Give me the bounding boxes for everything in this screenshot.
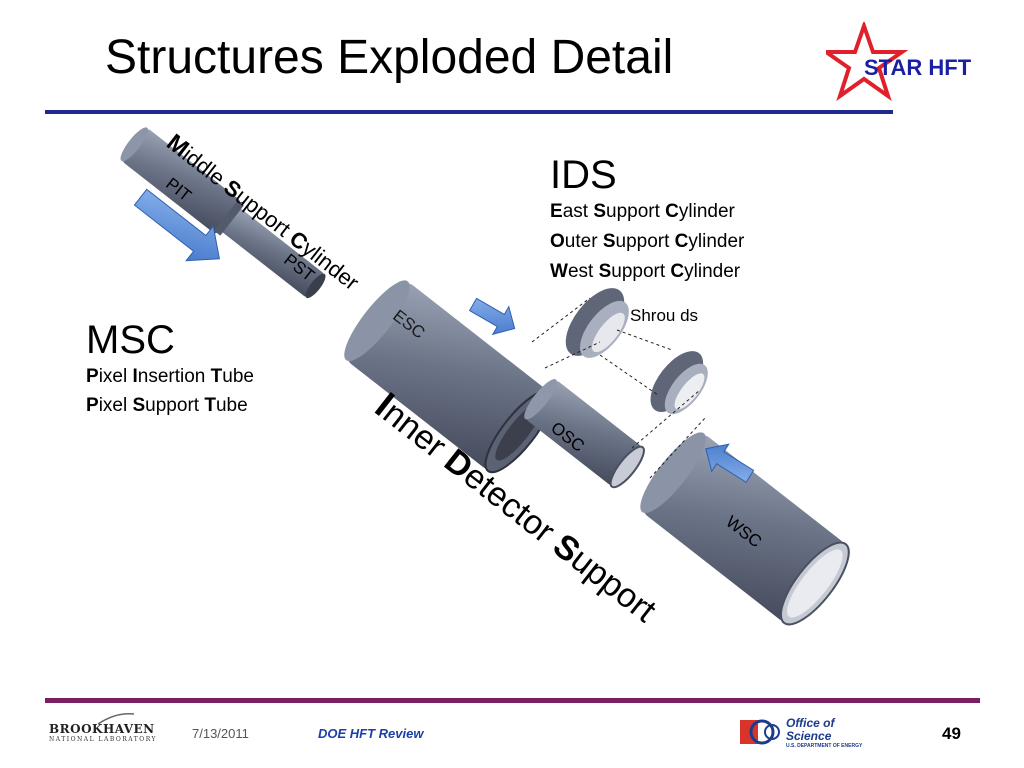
msc-heading: MSC	[86, 318, 175, 362]
star-logo-icon	[826, 22, 909, 102]
arrow-esc	[468, 297, 516, 336]
msc-tube	[120, 127, 326, 299]
wsc-cylinder	[640, 432, 850, 626]
ids-line-outer: Outer Support Cylinder	[550, 231, 745, 252]
msc-line-pit: Pixel Insertion Tube	[86, 366, 254, 387]
brookhaven-swoosh-icon	[97, 712, 135, 725]
ids-heading: IDS	[550, 153, 617, 197]
msc-line-pst: Pixel Support Tube	[86, 395, 248, 416]
footer-rule	[45, 698, 980, 703]
slide-title: Structures Exploded Detail	[105, 31, 674, 84]
office-of-science-logo-icon	[740, 719, 780, 745]
footer-date: 7/13/2011	[192, 726, 249, 741]
brookhaven-logo-subtext: NATIONAL LABORATORY	[49, 736, 158, 743]
shroud-ring-1	[565, 288, 629, 358]
arrow-pit	[133, 188, 220, 262]
ids-line-east: East Support Cylinder	[550, 201, 735, 222]
osc-cylinder	[524, 379, 645, 489]
alignment-lines	[531, 297, 706, 479]
office-of-science-subtext: U.S. DEPARTMENT OF ENERGY	[786, 743, 863, 749]
page-number: 49	[942, 724, 961, 743]
shrouds-label: Shrou ds	[630, 306, 699, 325]
ids-line-west: West Support Cylinder	[550, 261, 741, 282]
brookhaven-logo-text: BROOKHAVEN	[49, 722, 155, 736]
msc-block: MSC Pixel Insertion Tube Pixel Support T…	[86, 318, 254, 420]
star-hft-logo-text: STAR HFT	[864, 55, 972, 80]
title-rule	[45, 110, 893, 114]
footer-center-text: DOE HFT Review	[318, 726, 424, 741]
shroud-ring-2	[650, 351, 708, 415]
office-of-science-text: Office of Science	[786, 716, 835, 743]
ids-block: IDS East Support Cylinder Outer Support …	[550, 153, 744, 287]
arrow-wsc	[705, 443, 755, 483]
